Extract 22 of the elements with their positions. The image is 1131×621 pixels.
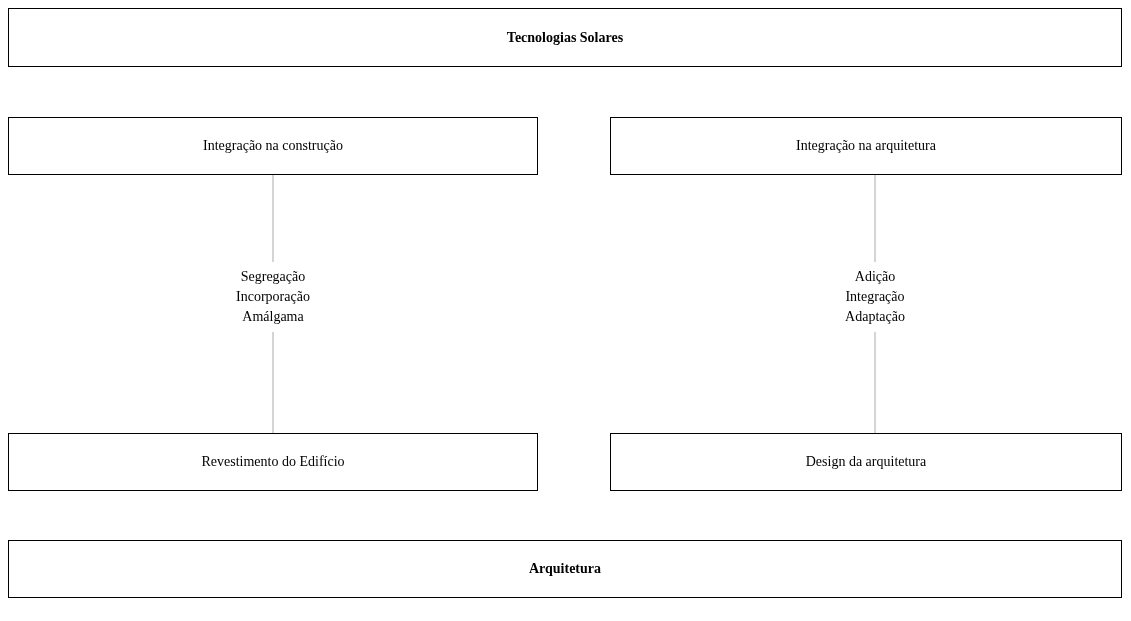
box-label: Design da arquitetura (805, 453, 927, 471)
box-label: Revestimento do Edifício (201, 453, 345, 471)
box-label: Tecnologias Solares (506, 28, 624, 47)
process-box (8, 117, 538, 175)
box-label: Arquitetura (528, 560, 602, 578)
process-box (8, 433, 538, 491)
process-box (8, 8, 1122, 67)
process-box (610, 433, 1122, 491)
method-label: Incorporação (236, 288, 310, 306)
box-label: Integração na construção (203, 137, 343, 155)
method-label: Segregação (240, 268, 306, 286)
connector-line (272, 331, 274, 434)
method-label: Adaptação (845, 308, 905, 326)
box-label: Integração na arquitetura (796, 137, 936, 155)
connector-line (874, 174, 876, 263)
connector-line (272, 174, 274, 263)
method-label: Adição (854, 268, 896, 286)
connector-line (874, 331, 876, 434)
process-box (610, 117, 1122, 175)
method-label: Amálgama (242, 308, 304, 326)
method-label: Integração (845, 288, 905, 306)
process-box (8, 540, 1122, 598)
